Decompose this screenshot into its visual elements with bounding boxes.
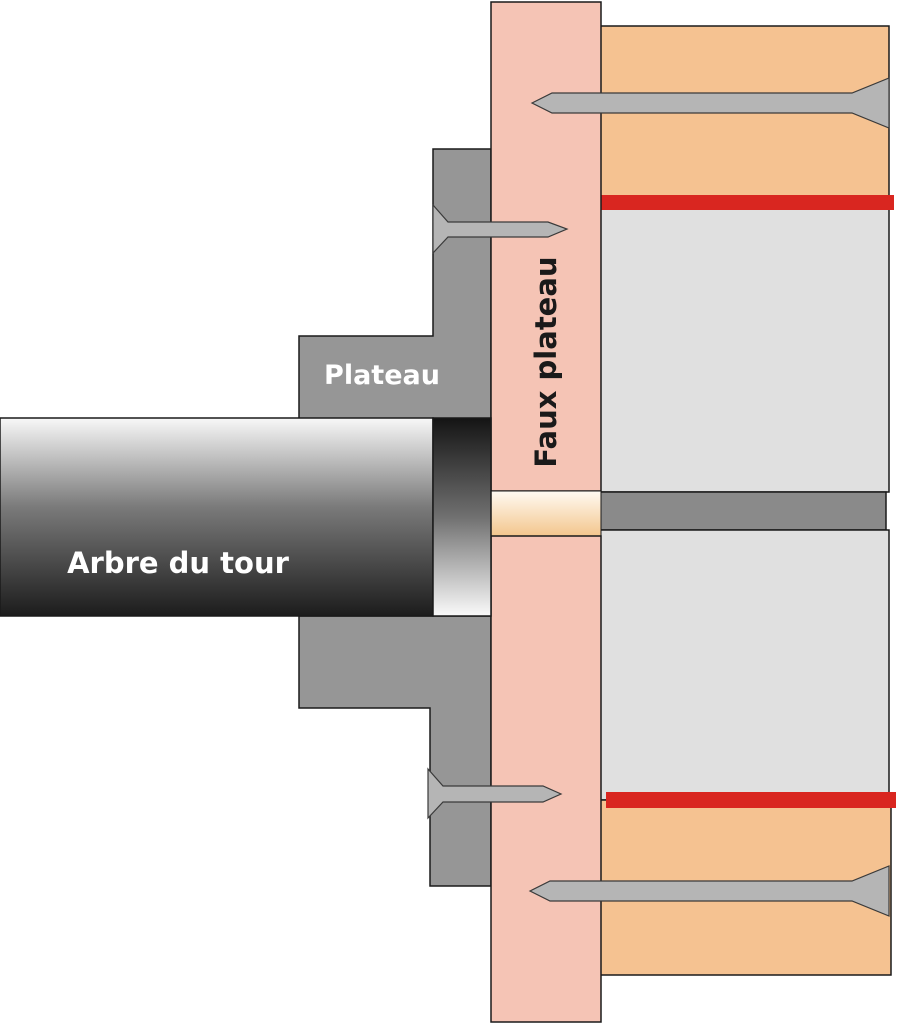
- workpiece-upper-block: [599, 200, 890, 493]
- label-arbre-du-tour: Arbre du tour: [67, 546, 290, 580]
- faux-plateau-lower: [490, 535, 602, 1023]
- plateau-lower: [298, 615, 492, 887]
- glue-line-bottom: [606, 792, 896, 808]
- workpiece-lower-block: [599, 529, 890, 801]
- wood-screw-icon: [528, 865, 890, 917]
- label-faux-plateau: Faux plateau: [529, 256, 563, 467]
- label-plateau: Plateau: [324, 360, 440, 391]
- wood-screw-icon: [427, 767, 563, 820]
- spindle-collar: [432, 417, 492, 617]
- glue-line-top: [600, 195, 894, 210]
- wood-screw-icon: [432, 203, 569, 255]
- faux-plateau-bore: [490, 490, 602, 537]
- spindle-shaft: [0, 417, 434, 617]
- center-bore: [599, 491, 887, 531]
- workpiece: [599, 25, 896, 976]
- wood-screw-icon: [530, 77, 890, 129]
- faux-plateau: [490, 1, 602, 1023]
- spindle: [0, 417, 492, 617]
- faux-plateau-upper: [490, 1, 602, 492]
